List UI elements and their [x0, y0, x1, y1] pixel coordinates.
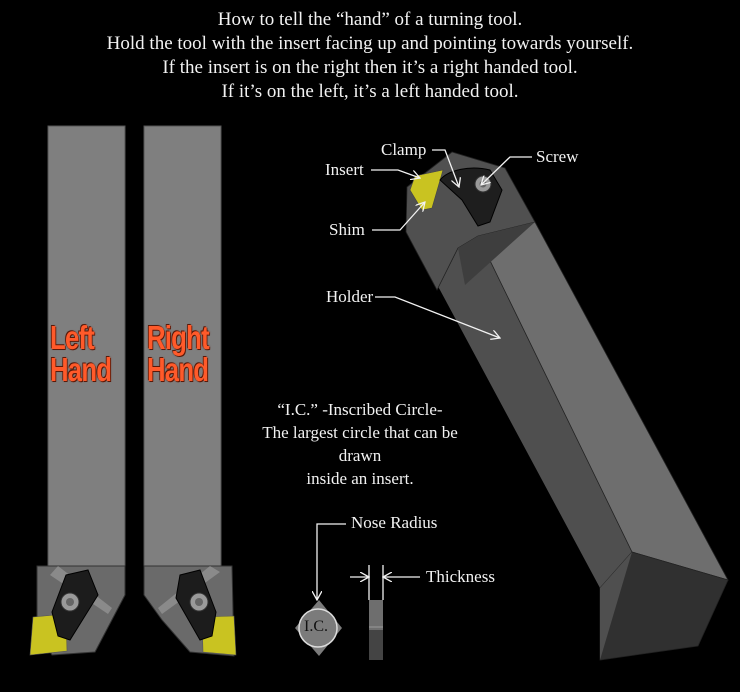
- ic-insert-diagram: [295, 600, 342, 656]
- left-hand-label: Left Hand: [50, 319, 112, 388]
- holder-label: Holder: [326, 287, 374, 306]
- ic-note: “I.C.” -Inscribed Circle- The largest ci…: [262, 400, 458, 488]
- clamp-label: Clamp: [381, 140, 427, 159]
- leader-lines: [317, 149, 532, 600]
- thickness-label: Thickness: [426, 567, 495, 586]
- intro-text: How to tell the “hand” of a turning tool…: [0, 8, 740, 104]
- intro-line-3: If the insert is on the right then it’s …: [162, 57, 578, 78]
- intro-line-1: How to tell the “hand” of a turning tool…: [217, 9, 523, 30]
- ic-label: I.C.: [304, 618, 328, 635]
- nose-radius-label: Nose Radius: [351, 513, 438, 532]
- screw-label: Screw: [536, 147, 579, 166]
- right-hand-label: Right Hand: [147, 319, 210, 388]
- left-hand-tool: [29, 125, 126, 656]
- shim-label: Shim: [329, 220, 365, 239]
- holder-3d: [405, 151, 729, 661]
- inscribed-circle: [298, 608, 338, 648]
- insert-label: Insert: [325, 160, 364, 179]
- thickness-profile: [369, 600, 383, 660]
- intro-line-4: If it’s on the left, it’s a left handed …: [221, 81, 519, 102]
- intro-line-2: Hold the tool with the insert facing up …: [106, 33, 634, 54]
- right-hand-tool: [143, 125, 237, 657]
